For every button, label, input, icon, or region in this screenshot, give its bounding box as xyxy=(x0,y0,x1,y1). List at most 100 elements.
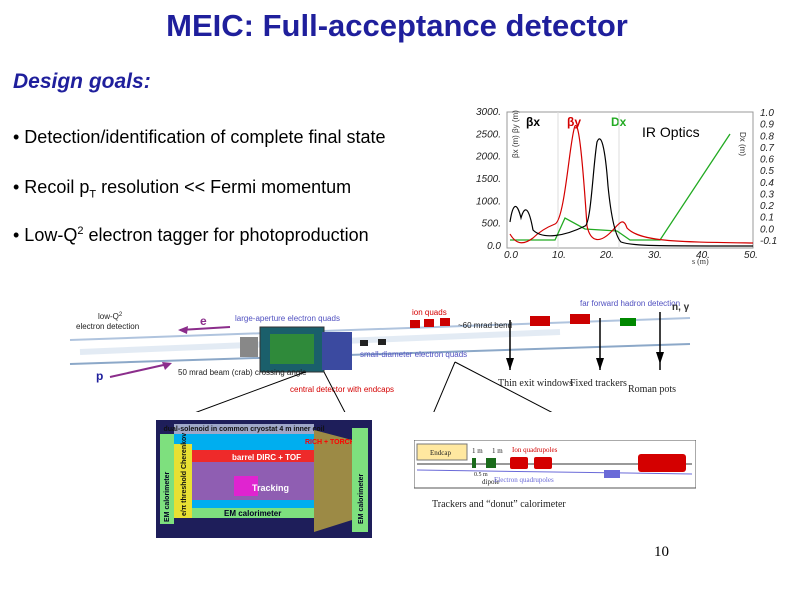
forward-detector xyxy=(620,318,636,326)
x-tick-label: 40. xyxy=(696,250,710,261)
em-calorimeter-right-block xyxy=(352,428,368,532)
one-m-label: 1 m xyxy=(492,447,503,455)
roman-pots-label: Roman pots xyxy=(628,384,676,395)
endcap-box xyxy=(416,443,468,461)
left-axis-label: βx (m) βy (m) xyxy=(511,110,520,158)
electron-arrow xyxy=(179,326,231,331)
right-tick-label: -0.1 xyxy=(760,236,777,247)
electron-quadrupole xyxy=(604,470,620,478)
exit-window-arrow xyxy=(506,358,514,370)
vertex-tracker xyxy=(234,476,258,496)
electron-label: e xyxy=(200,314,207,328)
ion-quadrupole xyxy=(510,457,528,469)
proton-label: p xyxy=(96,369,103,383)
x-axis-label: s (m) xyxy=(692,257,709,266)
x-tick-label: 50. xyxy=(744,250,758,261)
bullet-low-q2: • Low-Q2 electron tagger for photoproduc… xyxy=(13,225,369,246)
bullet-recoil: • Recoil pT resolution << Fermi momentum xyxy=(13,177,351,201)
coil-label: dual-solenoid in common cryostat 4 m inn… xyxy=(163,426,324,433)
half-m-label: 0.5 m xyxy=(474,472,488,478)
right-tick-label: 0.4 xyxy=(760,178,774,189)
right-tick-label: 0.2 xyxy=(760,201,774,212)
low-q2-detection-label: electron detection xyxy=(76,322,139,331)
bullet-text: • Detection/identification of complete f… xyxy=(13,127,386,147)
right-tick-label: 0.0 xyxy=(760,224,774,235)
thin-window xyxy=(472,458,476,468)
beta-y-label: βy xyxy=(567,115,581,129)
x-tick-label: 10. xyxy=(552,250,566,261)
bend-label: ~60 mrad bend xyxy=(458,321,512,330)
left-tick-label: 0.0 xyxy=(487,241,501,252)
far-forward-label: far forward hadron detection xyxy=(580,299,680,308)
electron-quadrupoles-label: Electron quadrupoles xyxy=(494,476,554,484)
right-axis-label: Dx (m) xyxy=(738,132,747,156)
beam-crossing-label: 50 mrad beam (crab) crossing angle xyxy=(178,368,307,377)
n-gamma-label: n, γ xyxy=(672,302,690,313)
right-tick-label: 0.9 xyxy=(760,120,774,131)
forward-beamline-diagram: Endcap 1 m 1 m Ion quadrupoles dipole 0.… xyxy=(414,440,696,510)
one-m-label: 1 m xyxy=(472,447,483,455)
fixed-trackers-label: Fixed trackers xyxy=(570,378,627,389)
large-aperture-label: large-aperture electron quads xyxy=(235,314,340,323)
right-tick-label: 0.8 xyxy=(760,131,774,142)
forward-electron-line xyxy=(416,469,693,475)
rich-label: RICH + TORCH? xyxy=(305,439,359,446)
beta-x-label: βx xyxy=(526,115,540,129)
bullet-detection: • Detection/identification of complete f… xyxy=(13,127,386,148)
ion-quad xyxy=(410,320,420,328)
slide-title: MEIC: Full-acceptance detector xyxy=(166,8,628,43)
dispersion-curve xyxy=(510,133,731,241)
ion-beam-line xyxy=(69,343,691,365)
bullet-text: • Recoil p xyxy=(13,177,90,197)
central-detector-label: central detector with endcaps xyxy=(290,385,394,394)
electron-quad xyxy=(360,340,368,346)
left-tick-label: 2500. xyxy=(475,129,501,140)
right-tick-label: 0.6 xyxy=(760,155,774,166)
right-tick-label: 0.5 xyxy=(760,166,774,177)
electron-arrowhead xyxy=(178,326,188,334)
coil-band xyxy=(174,424,314,434)
ir-optics-label: IR Optics xyxy=(642,124,700,140)
barrel-dirc-label: barrel DIRC + TOF xyxy=(232,453,301,462)
bullet-superscript: 2 xyxy=(77,225,84,237)
x-tick-label: 30. xyxy=(648,250,662,261)
em-calorimeter-bottom-block xyxy=(192,508,314,518)
bullet-text-tail: electron tagger for photoproduction xyxy=(83,225,369,245)
ion-quad xyxy=(424,319,434,327)
em-calorimeter-bottom-label: EM calorimeter xyxy=(224,509,281,518)
beamline-layout-diagram: low-Q2 electron detection e p large-aper… xyxy=(60,292,700,412)
bend-magnet xyxy=(570,314,590,324)
left-tick-label: 1500. xyxy=(476,174,501,185)
quad-block xyxy=(240,337,258,357)
ion-quads-label: ion quads xyxy=(412,308,447,317)
design-goals-heading: Design goals: xyxy=(13,70,151,93)
beta-y-curve xyxy=(509,125,754,244)
electron-quad xyxy=(378,339,386,345)
barrel-dirc-block xyxy=(192,450,314,462)
page-number: 10 xyxy=(654,544,669,560)
left-tick-label: 500. xyxy=(482,219,501,230)
dipole-block xyxy=(486,458,496,468)
beamline-background xyxy=(60,292,700,412)
thin-exit-label: Thin exit windows xyxy=(498,378,573,389)
left-tick-label: 1000. xyxy=(476,196,501,207)
leader-line xyxy=(433,361,456,412)
proton-arrowhead xyxy=(162,362,172,370)
beta-x-curve xyxy=(509,138,754,247)
bullet-subscript: T xyxy=(89,188,97,201)
left-tick-label: 3000. xyxy=(476,107,501,118)
cherenkov-block xyxy=(174,444,192,518)
right-tick-label: 0.3 xyxy=(760,189,774,200)
dipole-label: dipole xyxy=(482,478,500,486)
right-tick-label: 1.0 xyxy=(760,108,774,119)
em-calorimeter-left-label: EM calorimeter xyxy=(164,472,171,522)
cherenkov-label: e/π threshold Cherenkov xyxy=(181,433,188,516)
central-detector-inner xyxy=(270,334,314,364)
endcap-label: Endcap xyxy=(430,449,451,457)
ir-optics-plot: 3000.2500.2000.1500.1000.500.0.0 1.00.90… xyxy=(475,107,777,266)
bullet-text-tail: resolution << Fermi momentum xyxy=(96,177,352,197)
bend-magnet xyxy=(530,316,550,326)
large-ion-quadrupole xyxy=(638,454,686,472)
small-diameter-label: small-diameter electron quads xyxy=(360,350,467,359)
tracking-label: Tracking xyxy=(252,483,289,493)
